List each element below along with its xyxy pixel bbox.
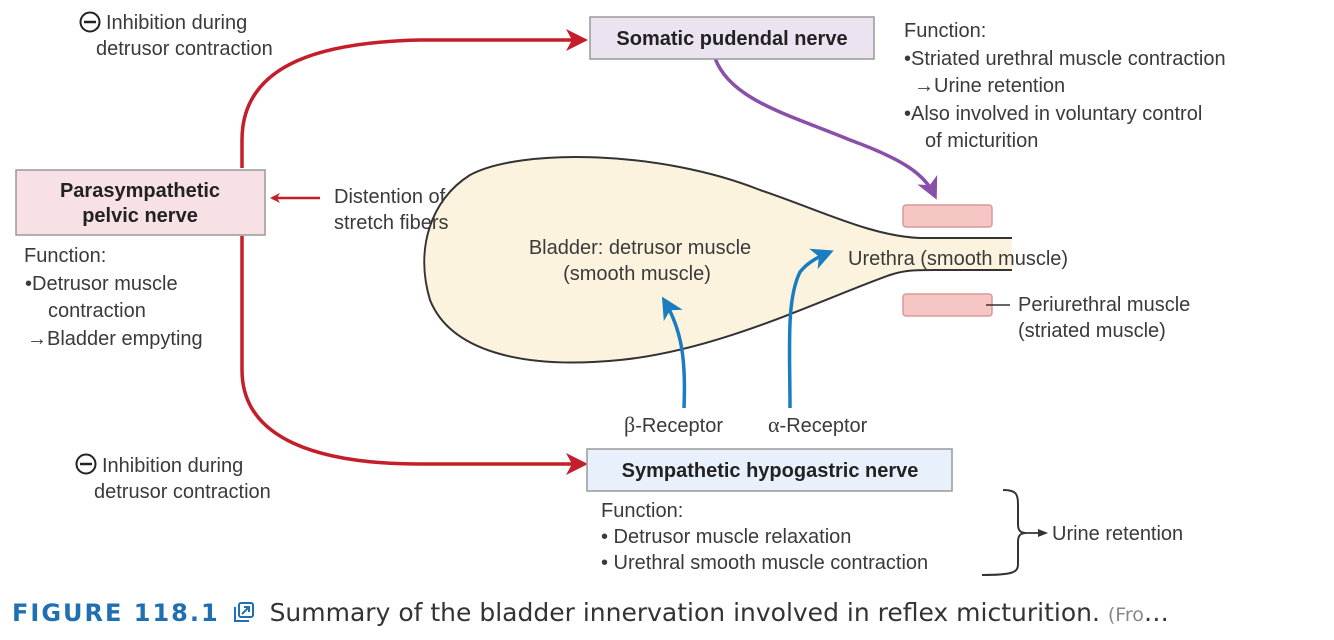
urethra-end [1012, 236, 1032, 272]
brace-icon [981, 489, 1027, 576]
periurethral-label-line2: (striated muscle) [1018, 320, 1166, 342]
somatic-function-line: •Striated urethral muscle contraction [904, 48, 1226, 70]
minus-circle-icon [75, 453, 97, 475]
somatic-function: Function: •Striated urethral muscle cont… [904, 20, 1226, 152]
urethra-label: Urethra (smooth muscle) [848, 248, 1068, 270]
caption-source: (Fro [1107, 604, 1144, 626]
external-link-icon[interactable] [232, 600, 256, 630]
inhibition-top-line2: detrusor contraction [96, 38, 273, 60]
parasympathetic-function-line: →Bladder empyting [27, 328, 203, 350]
sympathetic-outcome: Urine retention [1052, 523, 1183, 545]
bladder-label-line1: Bladder: detrusor muscle [529, 237, 751, 259]
periurethral-label-line1: Periurethral muscle [1018, 294, 1190, 316]
sympathetic-title: Sympathetic hypogastric nerve [622, 460, 919, 482]
beta-receptor-label: β-Receptor [624, 412, 723, 437]
caption-text: Summary of the bladder innervation invol… [269, 598, 1100, 627]
parasympathetic-pathway-bottom [240, 236, 588, 475]
parasympathetic-title-line2: pelvic nerve [82, 205, 198, 227]
parasympathetic-function-line: •Detrusor muscle [25, 273, 178, 295]
periurethral-muscle-top [902, 204, 993, 228]
bladder-innervation-diagram: Inhibition during detrusor contraction P… [15, 11, 1226, 576]
figure-caption: FIGURE 118.1 Summary of the bladder inne… [12, 598, 1169, 630]
parasympathetic-function-line: contraction [48, 300, 146, 322]
parasympathetic-function: Function: •Detrusor muscle contraction →… [24, 245, 203, 350]
inhibition-bottom: Inhibition during detrusor contraction [75, 453, 271, 503]
parasympathetic-function-heading: Function: [24, 245, 106, 267]
somatic-function-line: of micturition [925, 130, 1038, 152]
bladder-label-line2: (smooth muscle) [563, 263, 711, 285]
inhibition-top: Inhibition during detrusor contraction [79, 11, 273, 60]
figure-label: FIGURE 118.1 [12, 599, 220, 627]
parasympathetic-title-line1: Parasympathetic [60, 180, 220, 202]
periurethral-muscle-bottom [902, 293, 993, 317]
sympathetic-nerve-box: Sympathetic hypogastric nerve [586, 448, 953, 492]
bladder-shape [423, 155, 1012, 364]
inhibition-bottom-line1: Inhibition during [102, 455, 243, 477]
somatic-function-line: •Also involved in voluntary control [904, 103, 1202, 125]
distention-line1: Distention of [334, 186, 446, 208]
parasympathetic-pathway-top [240, 29, 588, 168]
parasympathetic-nerve-box: Parasympathetic pelvic nerve [15, 169, 266, 236]
minus-circle-icon [79, 11, 101, 33]
sympathetic-function: Function: • Detrusor muscle relaxation •… [601, 500, 928, 574]
distention-line2: stretch fibers [334, 212, 448, 234]
somatic-pathway-arrow [713, 57, 938, 200]
somatic-function-line: →Urine retention [914, 75, 1065, 97]
somatic-nerve-box: Somatic pudendal nerve [589, 16, 875, 60]
inhibition-top-line1: Inhibition during [106, 12, 247, 34]
caption-ellipsis[interactable]: … [1143, 598, 1169, 627]
sympathetic-function-line: • Detrusor muscle relaxation [601, 526, 851, 548]
inhibition-bottom-line2: detrusor contraction [94, 481, 271, 503]
somatic-title: Somatic pudendal nerve [616, 28, 847, 50]
beta-receptor-arrow [661, 296, 687, 409]
alpha-receptor-arrow [787, 248, 834, 409]
sympathetic-function-line: • Urethral smooth muscle contraction [601, 552, 928, 574]
alpha-receptor-label: α-Receptor [768, 412, 868, 437]
sympathetic-function-heading: Function: [601, 500, 683, 522]
somatic-function-heading: Function: [904, 20, 986, 42]
